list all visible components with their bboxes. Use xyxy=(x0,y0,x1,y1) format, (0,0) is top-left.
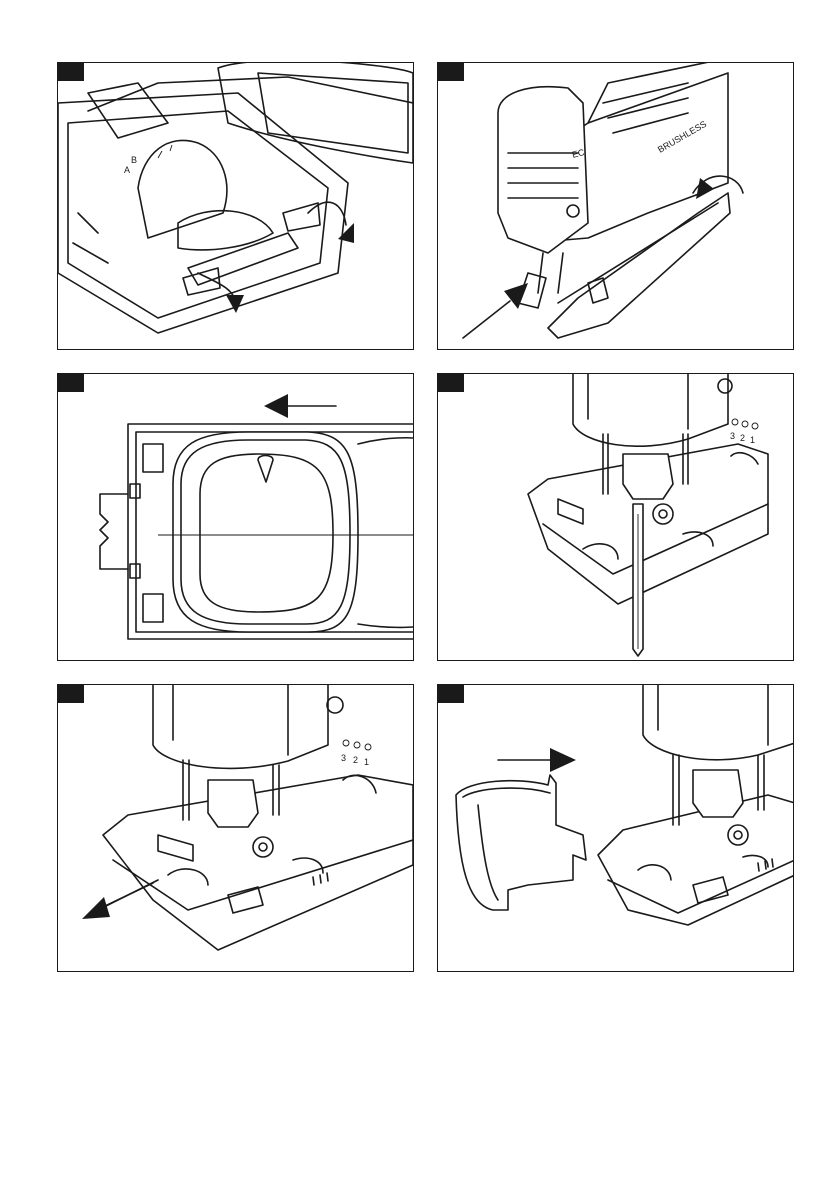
figure-5-panel: 3 2 1 xyxy=(57,684,414,972)
speed-label-3: 3 xyxy=(730,431,735,441)
figure-6-panel xyxy=(437,684,794,972)
figure-1-drawing: A B xyxy=(58,63,414,350)
speed-label-2: 2 xyxy=(353,755,358,765)
figure-2-panel: EC BRUSHLESS xyxy=(437,62,794,350)
figure-5-drawing: 3 2 1 xyxy=(58,685,414,972)
figure-2-drawing: EC BRUSHLESS xyxy=(438,63,794,350)
speed-label-2: 2 xyxy=(740,433,745,443)
figure-6-drawing xyxy=(438,685,794,972)
scale-label-a: A xyxy=(124,165,130,175)
speed-label-1: 1 xyxy=(750,435,755,445)
figure-4-panel: 3 2 1 xyxy=(437,373,794,661)
scale-label-b: B xyxy=(131,155,137,165)
speed-label-1: 1 xyxy=(364,757,369,767)
figure-4-drawing: 3 2 1 xyxy=(438,374,794,661)
figure-1-panel: A B xyxy=(57,62,414,350)
figure-3-panel xyxy=(57,373,414,661)
figure-3-drawing xyxy=(58,374,414,661)
speed-label-3: 3 xyxy=(341,753,346,763)
